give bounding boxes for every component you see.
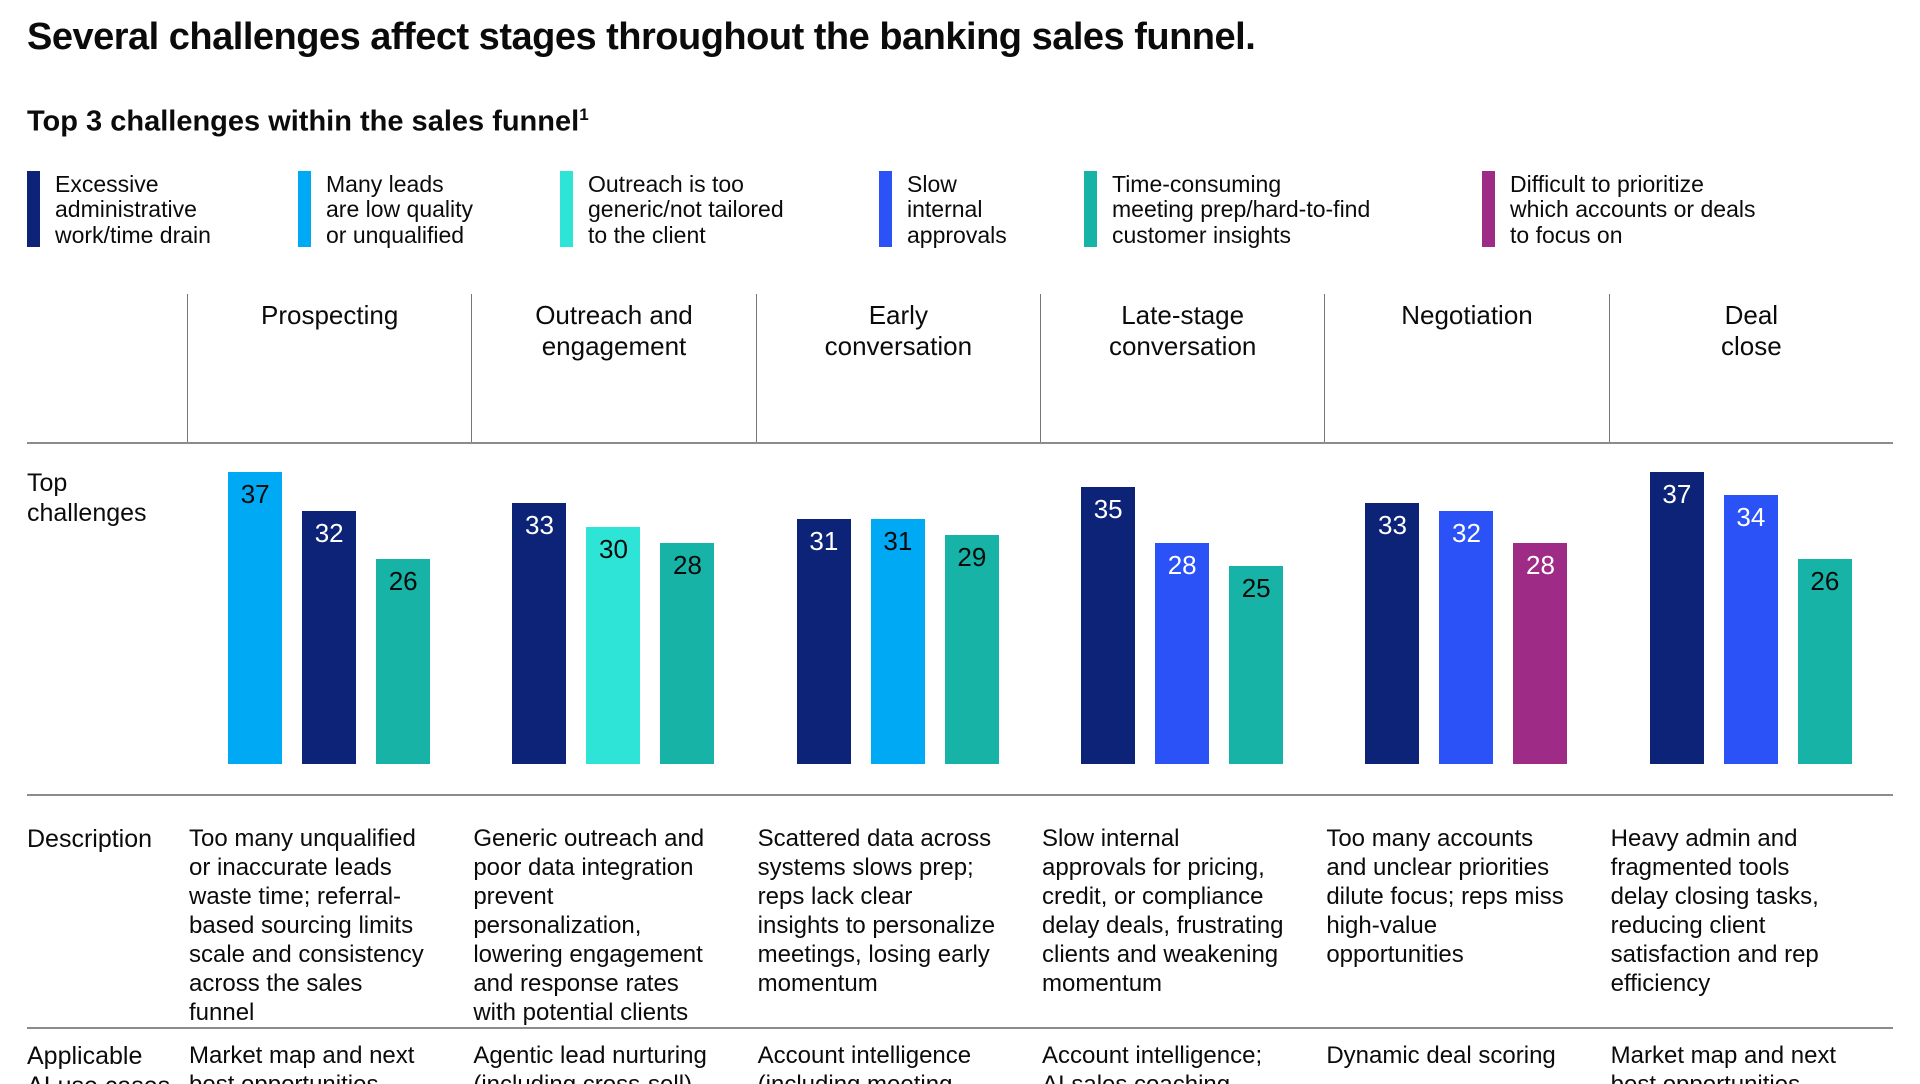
bar-value-label: 31: [809, 526, 839, 557]
stage-description: Scattered data across systems slows prep…: [757, 825, 996, 998]
stage-chart-cell: 31 31 29: [756, 444, 1040, 794]
stage-chart-cell: 33 32 28: [1324, 444, 1608, 794]
bar: 26: [376, 559, 431, 765]
chart-subtitle-text: Top 3 challenges within the sales funnel: [27, 105, 580, 138]
bar: 25: [1229, 566, 1284, 765]
stage-header: Prospecting: [187, 294, 471, 443]
bar-value-label: 33: [1378, 510, 1407, 541]
bar-value-label: 30: [599, 534, 628, 565]
bar-value-label: 32: [1452, 518, 1481, 549]
bar: 26: [1797, 559, 1852, 765]
legend-item: Difficult to prioritize which accounts o…: [1482, 170, 1756, 249]
top-challenges-row: Top challenges 37 32 26 33 30 28 31 31 29 35 28 25 33…: [27, 444, 1893, 797]
row-label-description: Description: [27, 825, 153, 854]
legend-swatch-lightblue: [298, 170, 311, 247]
stage-header: Late-stage conversation: [1040, 294, 1324, 443]
bar: 37: [1649, 472, 1704, 765]
bar: 29: [944, 535, 999, 765]
legend: Excessive administrative work/time drain…: [27, 170, 1893, 249]
stage-description: Generic outreach and poor data integrati…: [473, 825, 705, 1027]
stage-header: Early conversation: [755, 294, 1040, 443]
stage-ai-use-cases: Market map and next best opportunities: [189, 1042, 415, 1084]
chart-subtitle: Top 3 challenges within the sales funnel…: [27, 98, 1893, 139]
bar-group: 37 32 26: [228, 472, 431, 765]
legend-item: Slow internal approvals: [879, 170, 1084, 249]
bar: 37: [228, 472, 283, 765]
description-row: Description Too many unqualified or inacc…: [27, 796, 1893, 1030]
bar-value-label: 26: [1810, 566, 1840, 597]
stage-header: Outreach and engagement: [471, 294, 755, 443]
bar: 33: [512, 503, 567, 765]
bar-group: 31 31 29: [796, 519, 999, 765]
bar-value-label: 28: [673, 550, 702, 581]
bar-value-label: 26: [388, 566, 418, 597]
bar: 32: [1439, 511, 1494, 765]
bar-value-label: 34: [1736, 502, 1766, 533]
bar-value-label: 31: [883, 526, 913, 557]
page-title: Several challenges affect stages through…: [27, 16, 1256, 58]
bar-group: 35 28 25: [1081, 487, 1284, 765]
stage-ai-use-cases: Account intelligence; AI sales coaching: [1042, 1042, 1263, 1084]
stage-chart-cell: 37 32 26: [187, 444, 471, 794]
legend-label: Many leads are low quality or unqualifie…: [326, 170, 474, 248]
bar-value-label: 29: [957, 542, 987, 573]
legend-item: Many leads are low quality or unqualifie…: [298, 170, 560, 249]
bar: 30: [586, 527, 641, 765]
stage-chart-cell: 33 30 28: [471, 444, 755, 794]
legend-swatch-magenta: [1482, 170, 1495, 247]
legend-label: Excessive administrative work/time drain: [55, 170, 211, 248]
stage-ai-use-cases: Agentic lead nurturing (including cross-…: [473, 1042, 707, 1084]
legend-swatch-navy: [27, 170, 40, 247]
ai-use-cases-row: Applicable AI use cases Market map and ne…: [27, 1029, 1893, 1084]
bar: 28: [1513, 543, 1568, 765]
stage-header: Deal close: [1608, 294, 1893, 443]
bar: 28: [1155, 543, 1210, 765]
bar: 34: [1723, 495, 1778, 765]
row-label-ai-use-cases: Applicable AI use cases: [27, 1042, 170, 1084]
legend-swatch-royal: [879, 170, 892, 247]
footnote-marker: 1: [579, 105, 589, 124]
legend-label: Difficult to prioritize which accounts o…: [1510, 170, 1756, 248]
stage-ai-use-cases: Account intelligence (including meeting …: [757, 1042, 972, 1084]
bar: 32: [302, 511, 357, 765]
legend-label: Time-consuming meeting prep/hard-to-find…: [1112, 170, 1371, 248]
stage-description: Slow internal approvals for pricing, cre…: [1042, 825, 1284, 998]
stage-header: Negotiation: [1324, 294, 1608, 443]
legend-item: Time-consuming meeting prep/hard-to-find…: [1084, 170, 1482, 249]
bar: 33: [1365, 503, 1420, 765]
stage-description: Too many unqualified or inaccurate leads…: [189, 825, 424, 1027]
bar-value-label: 32: [314, 518, 344, 549]
legend-item: Outreach is too generic/not tailored to …: [560, 170, 879, 249]
bar-value-label: 37: [1662, 479, 1692, 510]
legend-label: Outreach is too generic/not tailored to …: [588, 170, 784, 248]
stage-ai-use-cases: Dynamic deal scoring: [1326, 1042, 1556, 1070]
stage-ai-use-cases: Market map and next best opportunities: [1610, 1042, 1837, 1084]
stage-chart-cell: 37 34 26: [1609, 444, 1893, 794]
bar-value-label: 37: [240, 479, 270, 510]
bar: 28: [660, 543, 715, 765]
bar-value-label: 35: [1093, 494, 1123, 525]
bar: 31: [796, 519, 851, 765]
bar-value-label: 28: [1167, 550, 1197, 581]
stage-description: Too many accounts and unclear priorities…: [1326, 825, 1564, 969]
legend-item: Excessive administrative work/time drain: [27, 170, 298, 249]
bar: 35: [1081, 487, 1136, 765]
bar-group: 33 30 28: [512, 503, 715, 765]
bar-group: 37 34 26: [1649, 472, 1852, 765]
stage-chart-cell: 35 28 25: [1040, 444, 1324, 794]
stage-description: Heavy admin and fragmented tools delay c…: [1610, 825, 1819, 998]
legend-swatch-teal: [1084, 170, 1097, 247]
bar-value-label: 33: [525, 510, 554, 541]
bar: 31: [870, 519, 925, 765]
row-label-top-challenges: Top challenges: [27, 469, 147, 528]
legend-swatch-turquoise: [560, 170, 573, 247]
header-corner-cell: [27, 294, 187, 442]
bar-value-label: 25: [1241, 573, 1271, 604]
bar-value-label: 28: [1526, 550, 1555, 581]
legend-label: Slow internal approvals: [907, 170, 1007, 248]
bar-group: 33 32 28: [1365, 503, 1568, 765]
